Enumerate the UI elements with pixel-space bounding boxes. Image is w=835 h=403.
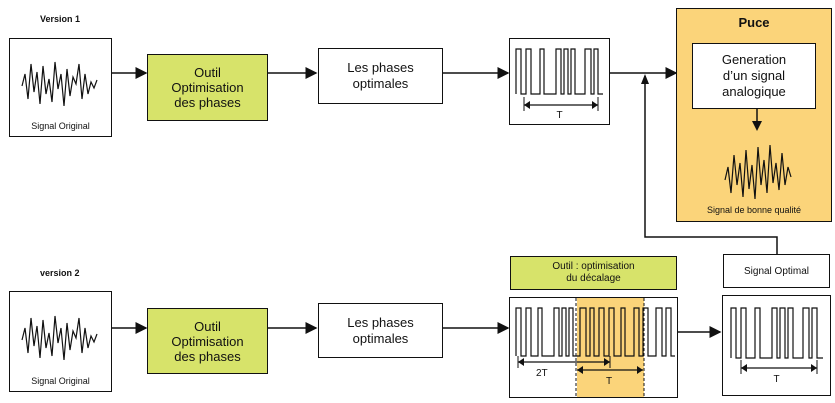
signal-optimal-label-box: Signal Optimal [723,254,830,288]
output-waveform-icon [724,109,792,200]
signal-original-box-v2: Signal Original [9,291,112,392]
span-t-label: T [606,376,613,387]
optimal-phases-box-v1: Les phases optimales [318,48,443,104]
pulse-train-icon [515,48,603,111]
offset-window-highlight [577,298,644,397]
pulse-signal-box-v1: T [509,38,610,125]
version1-title: Version 1 [40,14,81,24]
optimal-pulse-train-icon [730,307,823,374]
phase-optimization-tool-v1: Outil Optimisation des phases [147,54,268,121]
double-pulse-train-icon [515,298,675,397]
analog-waveform-icon [21,61,98,107]
span-2t-label: 2T [536,368,548,379]
feedback-line [644,76,778,254]
good-quality-signal-label: Signal de bonne qualité [706,205,802,215]
analog-generator-box: Generation d’un signal analogique [692,43,816,109]
optimal-period-label: T [773,374,780,385]
optimal-pulse-box: T [722,295,831,396]
signal-original-label-v2: Signal Original [31,376,90,386]
offset-pulse-box: 2T T [509,297,678,398]
chip-box: Puce Generation d’un signal analogique S… [676,8,832,222]
chip-title: Puce [738,15,770,30]
analog-waveform-icon [21,315,98,361]
version2-title: version 2 [40,268,80,278]
optimal-phases-box-v2: Les phases optimales [318,303,443,358]
signal-original-box-v1: Signal Original [9,38,112,137]
phase-optimization-tool-v2: Outil Optimisation des phases [147,308,268,374]
period-label-v1: T [556,110,563,121]
signal-original-label-v1: Signal Original [31,121,90,131]
offset-optimization-tool: Outil : optimisation du décalage [510,256,677,290]
